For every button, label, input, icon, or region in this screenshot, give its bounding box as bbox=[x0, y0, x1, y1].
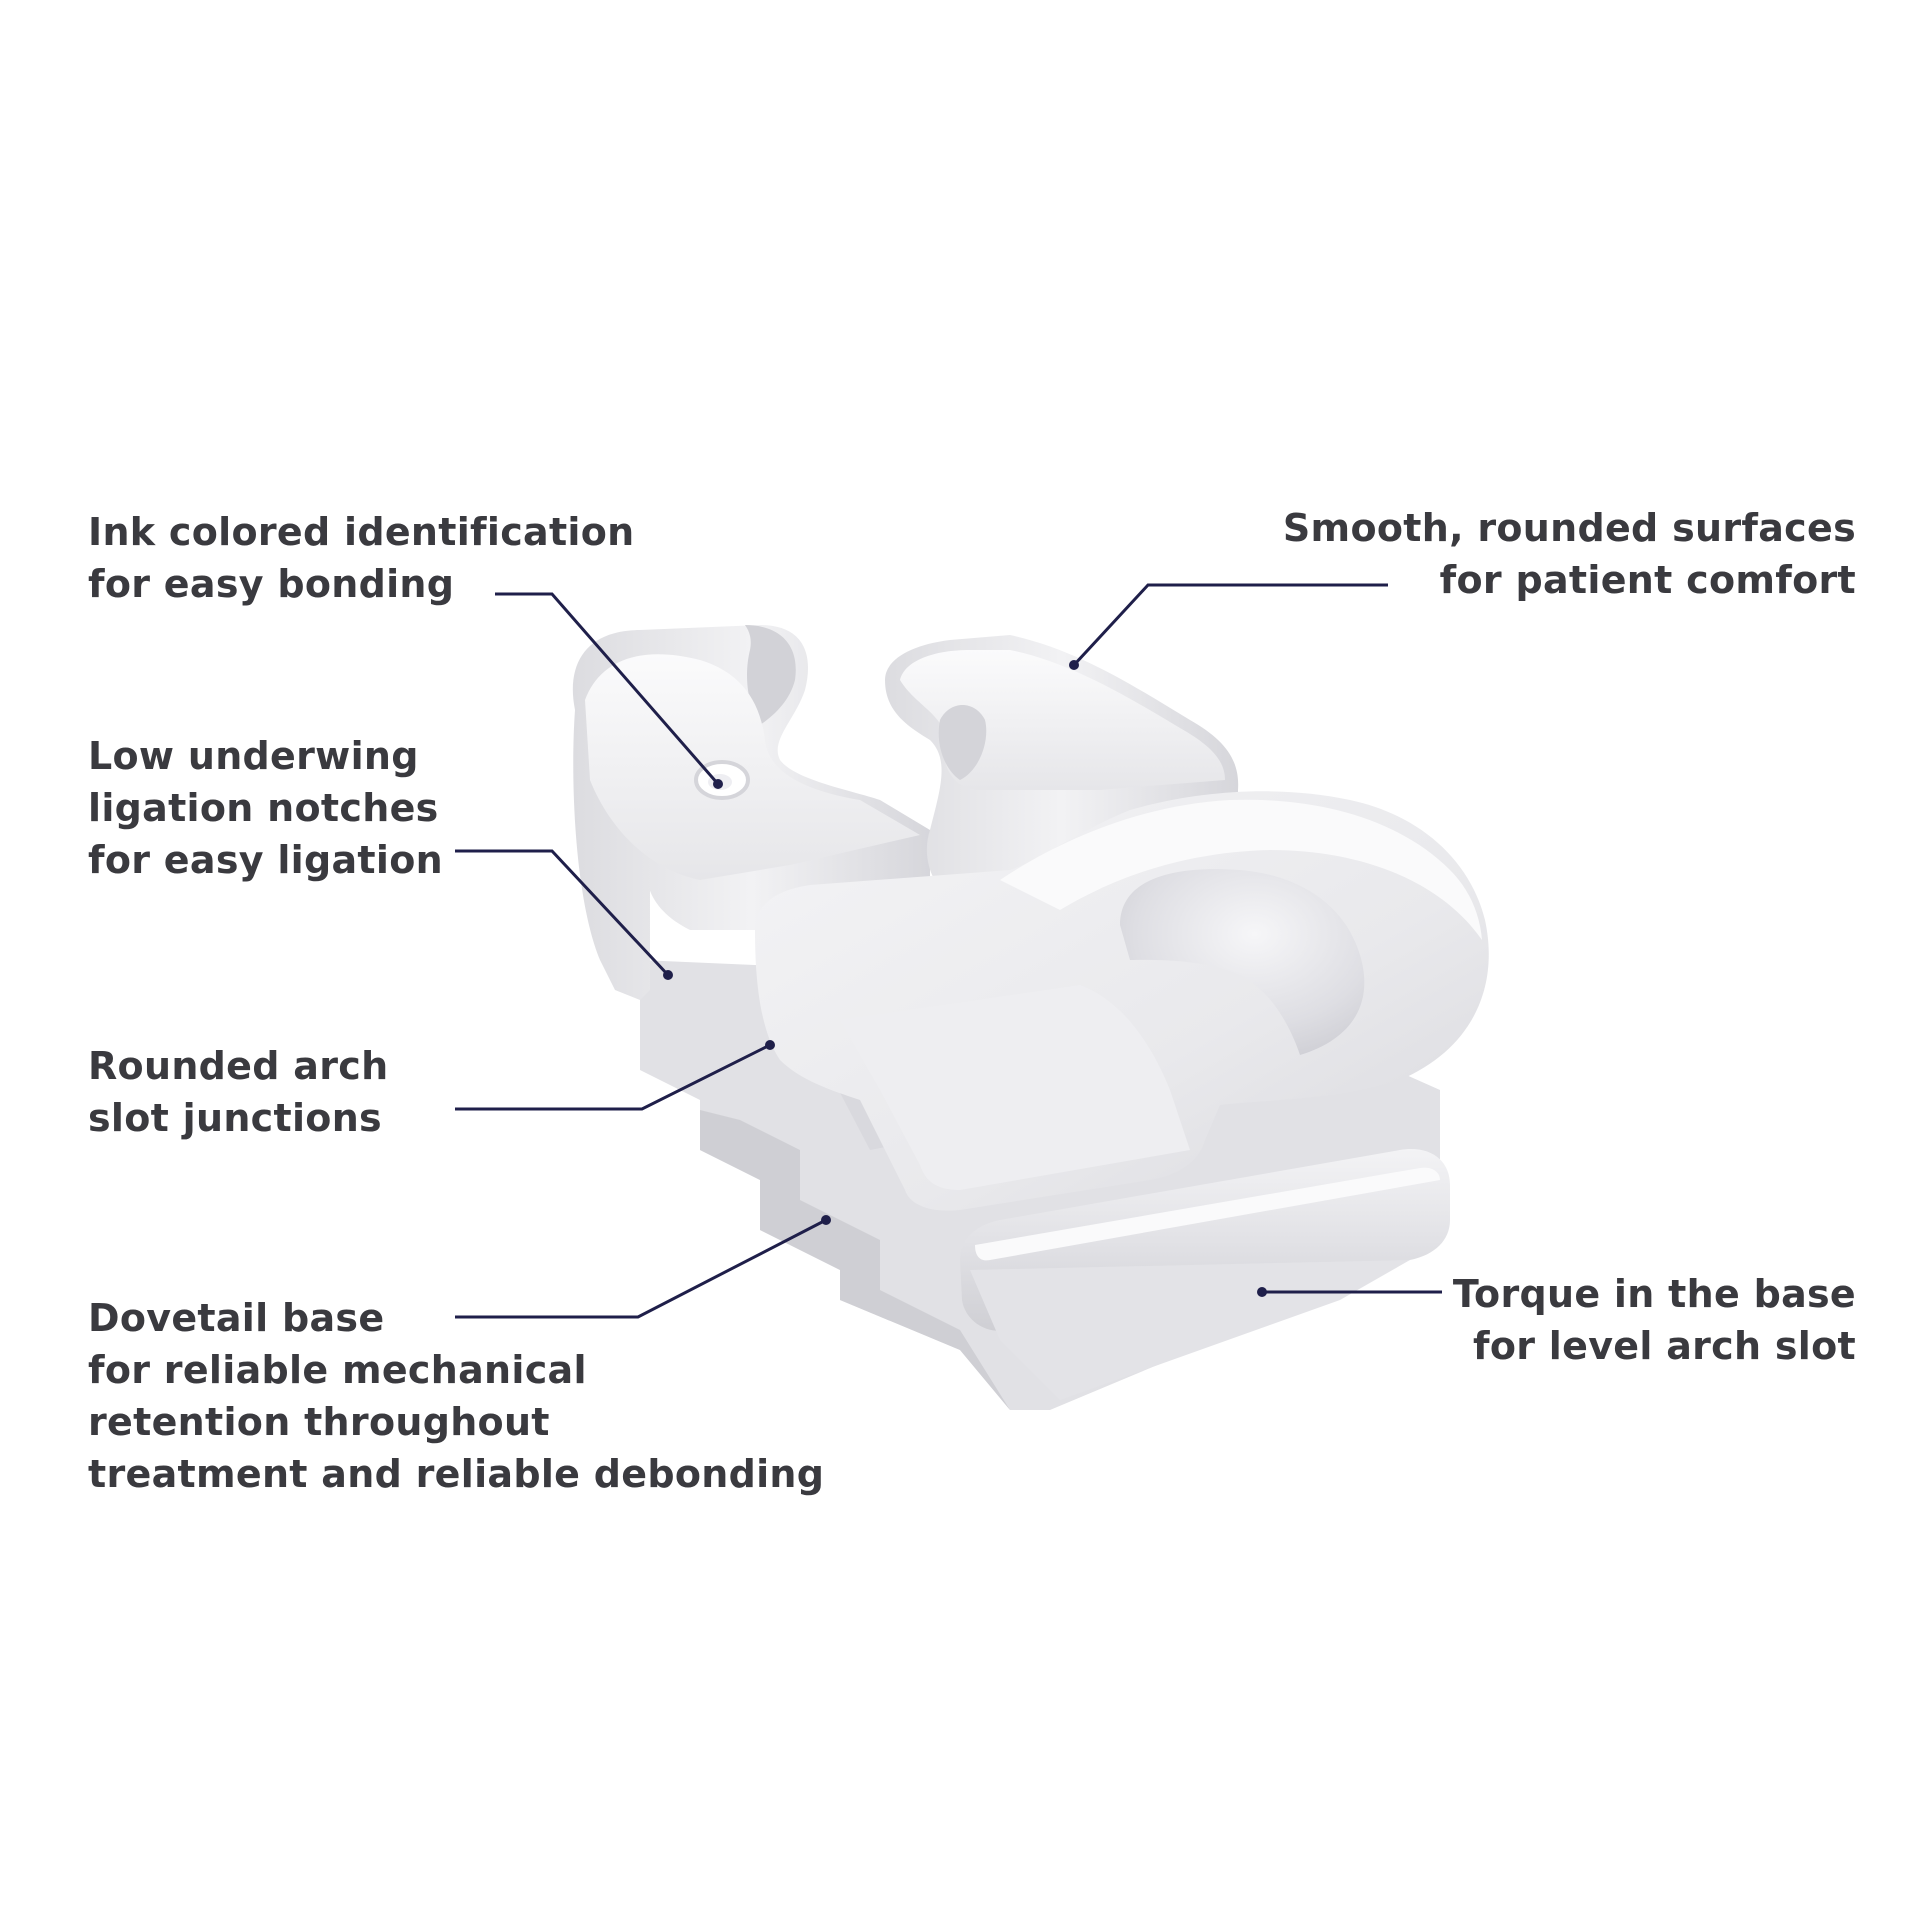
callout-line: for easy ligation bbox=[88, 838, 443, 882]
callout-rounded-arch: Rounded arch slot junctions bbox=[88, 1040, 388, 1144]
callout-line: for patient comfort bbox=[1439, 558, 1856, 602]
endpoint-rounded-arch bbox=[765, 1040, 775, 1050]
callout-line: for easy bonding bbox=[88, 562, 455, 606]
front-tie-wing-hollow bbox=[1120, 869, 1365, 1055]
endpoint-dovetail bbox=[821, 1215, 831, 1225]
callout-line: slot junctions bbox=[88, 1096, 382, 1140]
leader-endpoints bbox=[663, 660, 1267, 1297]
callout-line: for reliable mechanical bbox=[88, 1348, 587, 1392]
callout-line: Low underwing bbox=[88, 734, 419, 778]
leader-smooth bbox=[1072, 583, 1388, 667]
callout-line: Dovetail base bbox=[88, 1296, 385, 1340]
callout-line: Smooth, rounded surfaces bbox=[1282, 506, 1856, 550]
endpoint-ink bbox=[713, 779, 723, 789]
rear-right-notch bbox=[938, 705, 987, 780]
endpoint-torque bbox=[1257, 1287, 1267, 1297]
callout-line: Ink colored identification bbox=[88, 510, 635, 554]
front-tie-wing-face bbox=[840, 985, 1190, 1190]
leader-rounded-arch bbox=[455, 1043, 771, 1111]
lower-rail bbox=[970, 1260, 1410, 1400]
bracket-base-shadow bbox=[700, 1110, 1010, 1410]
callout-dovetail-base: Dovetail base for reliable mechanical re… bbox=[88, 1292, 824, 1500]
leader-low-underwing bbox=[455, 849, 670, 977]
leader-dovetail bbox=[455, 1218, 827, 1319]
callout-low-underwing: Low underwing ligation notches for easy … bbox=[88, 730, 443, 886]
callout-line: Torque in the base bbox=[1452, 1272, 1856, 1316]
torque-base-bar-highlight bbox=[975, 1167, 1440, 1261]
callout-line: retention throughout bbox=[88, 1400, 550, 1444]
callout-line: Rounded arch bbox=[88, 1044, 389, 1088]
orthodontic-bracket-illustration bbox=[572, 625, 1489, 1410]
callout-smooth-surfaces: Smooth, rounded surfaces for patient com… bbox=[1283, 502, 1856, 606]
endpoint-smooth bbox=[1069, 660, 1079, 670]
callout-line: ligation notches bbox=[88, 786, 439, 830]
rear-left-hook bbox=[745, 625, 796, 725]
rear-left-top-face bbox=[585, 654, 920, 880]
callout-ink-identification: Ink colored identification for easy bond… bbox=[88, 506, 635, 610]
leader-ink bbox=[495, 592, 720, 785]
leader-lines bbox=[455, 583, 1442, 1319]
front-tie-wing-top-rim bbox=[1000, 799, 1482, 940]
callout-line: for level arch slot bbox=[1472, 1324, 1856, 1368]
endpoint-low-underwing bbox=[663, 970, 673, 980]
callout-torque-base: Torque in the base for level arch slot bbox=[1453, 1268, 1856, 1372]
callout-line: treatment and reliable debonding bbox=[88, 1452, 825, 1496]
